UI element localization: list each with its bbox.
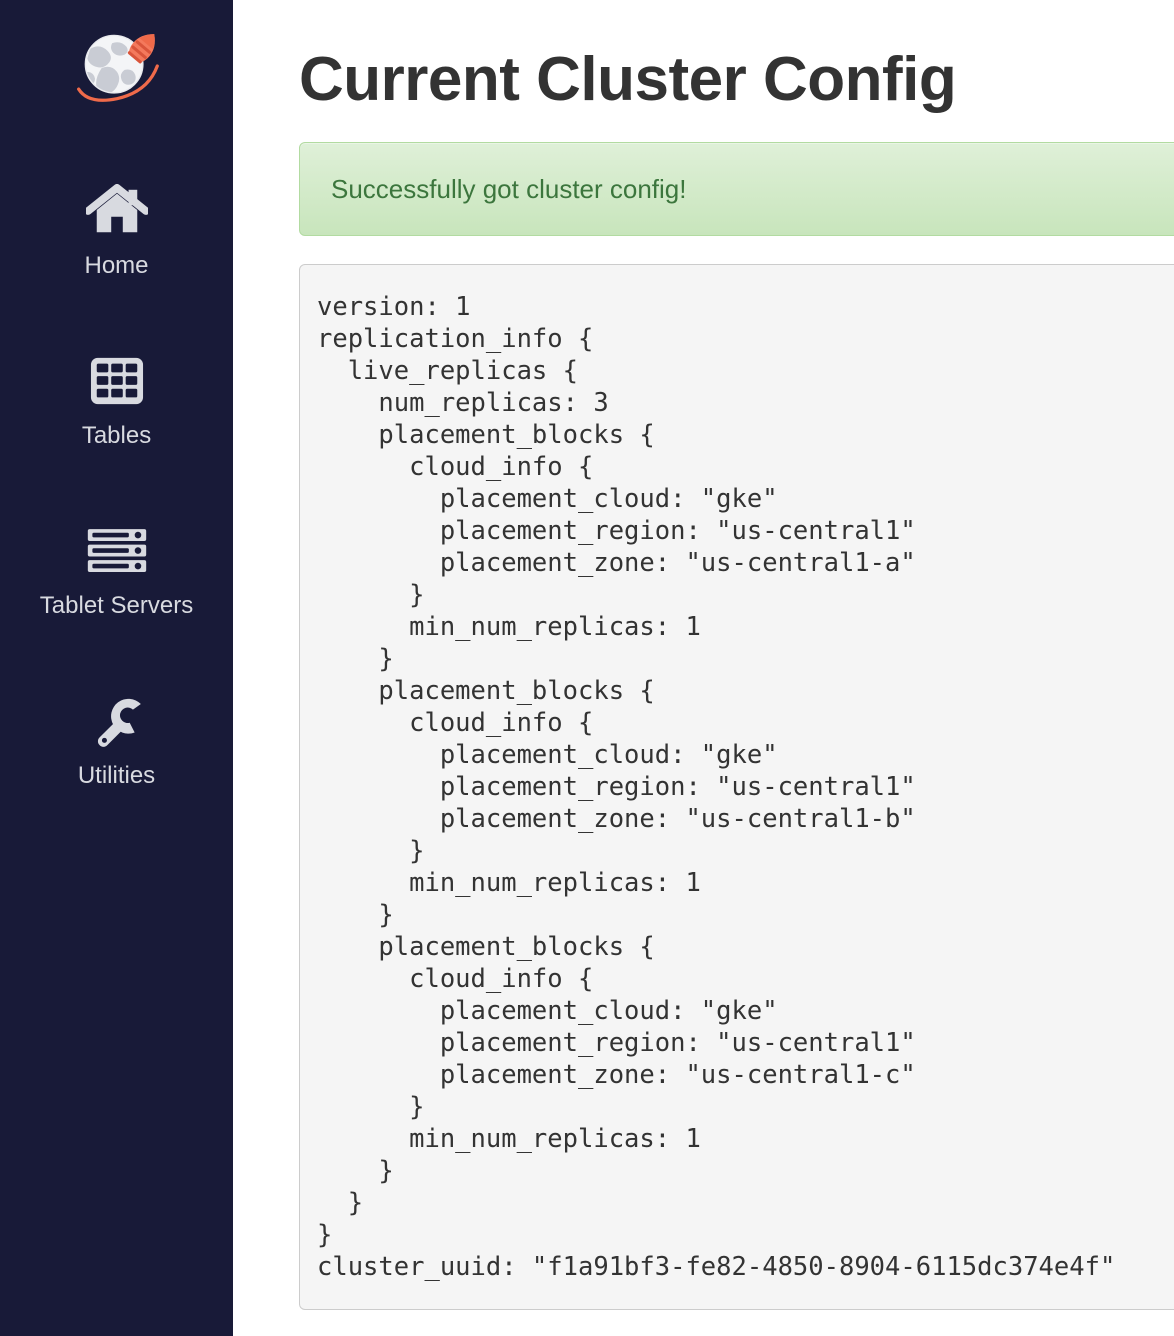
main-content: Current Cluster Config Successfully got …: [233, 0, 1174, 1336]
globe-rocket-logo[interactable]: [69, 22, 165, 114]
sidebar-nav: Home: [0, 174, 233, 794]
cluster-config-card: version: 1 replication_info { live_repli…: [299, 264, 1174, 1310]
page-title: Current Cluster Config: [299, 45, 957, 114]
sidebar-item-label: Tablet Servers: [39, 592, 194, 619]
status-banner-success: Successfully got cluster config!: [299, 142, 1174, 236]
sidebar-item-tables[interactable]: Tables: [0, 344, 233, 454]
sidebar: Home: [0, 0, 233, 1336]
table-grid-icon: [86, 352, 148, 410]
cluster-config-text: version: 1 replication_info { live_repli…: [317, 292, 1116, 1282]
wrench-icon: [86, 692, 148, 750]
sidebar-item-utilities[interactable]: Utilities: [0, 684, 233, 794]
server-rack-icon: [86, 522, 148, 580]
sidebar-item-label: Home: [84, 252, 149, 279]
sidebar-item-home[interactable]: Home: [0, 174, 233, 284]
home-icon: [85, 182, 148, 240]
sidebar-item-label: Utilities: [77, 762, 156, 789]
sidebar-item-tablet-servers[interactable]: Tablet Servers: [0, 514, 233, 624]
sidebar-item-label: Tables: [81, 422, 152, 449]
